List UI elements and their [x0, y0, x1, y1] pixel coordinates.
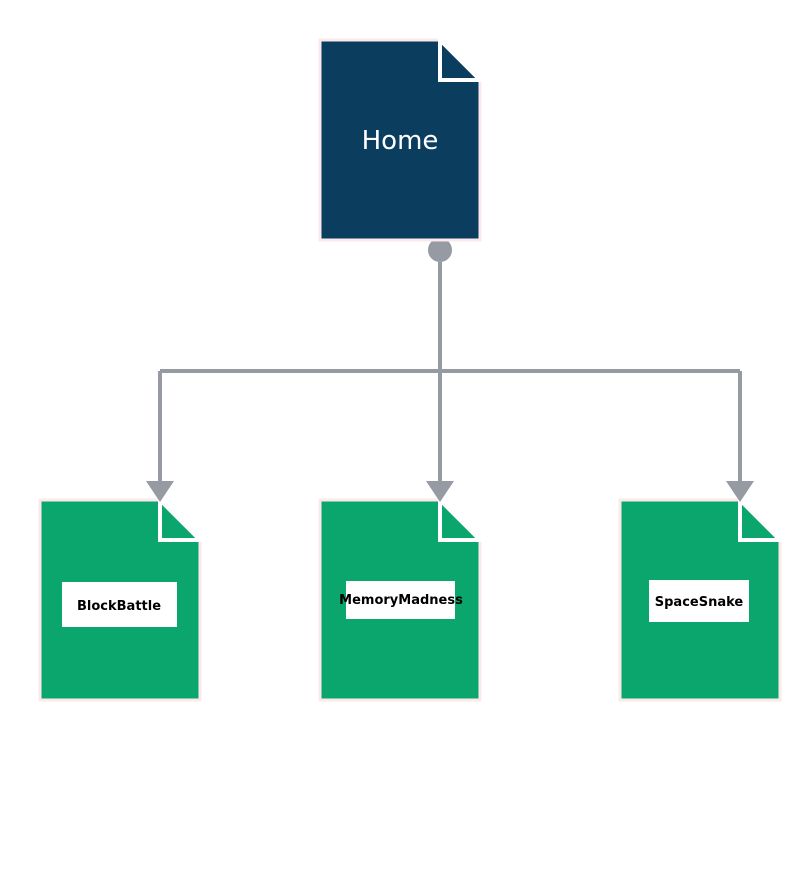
memorymadness-label-box — [346, 581, 455, 619]
home-page-label: Home — [362, 126, 439, 156]
arrowhead-center — [426, 481, 454, 502]
connector-origin-dot — [428, 238, 452, 262]
arrowhead-left — [146, 481, 174, 502]
spacesnake-page-fold — [738, 495, 785, 542]
home-page-shape — [318, 38, 482, 242]
home-page-fold — [438, 35, 485, 82]
arrowhead-right — [726, 481, 754, 502]
arrowheads — [146, 481, 754, 502]
home-page-node[interactable]: Home — [318, 35, 485, 242]
blockbattle-page-node[interactable]: BlockBattle — [38, 495, 205, 702]
blockbattle-page-fold — [158, 495, 205, 542]
memorymadness-page-fold — [438, 495, 485, 542]
spacesnake-label-box — [649, 580, 749, 622]
memorymadness-page-node[interactable]: MemoryMadness — [318, 495, 485, 702]
connectors — [158, 262, 742, 484]
spacesnake-page-node[interactable]: SpaceSnake — [618, 495, 785, 702]
blockbattle-label-box — [62, 582, 177, 627]
spacesnake-page-label: SpaceSnake — [655, 595, 744, 610]
memorymadness-page-label: MemoryMadness — [339, 593, 463, 608]
blockbattle-page-label: BlockBattle — [77, 599, 161, 614]
